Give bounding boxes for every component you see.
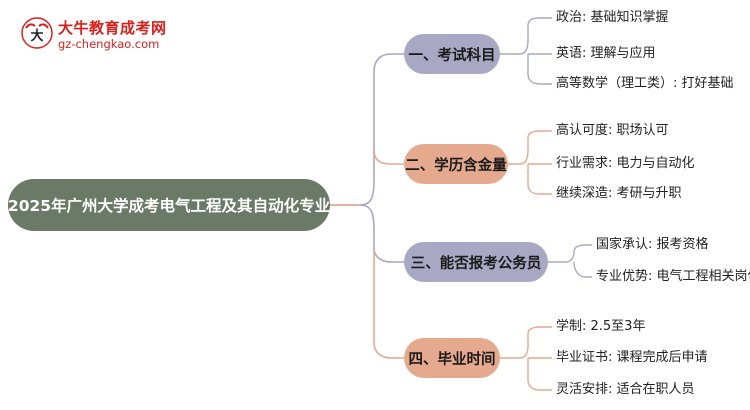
root-node[interactable]: 2025年广州大学成考电气工程及其自动化专业 xyxy=(8,179,330,231)
svg-text:大: 大 xyxy=(30,28,43,44)
trunk-line-3 xyxy=(359,204,404,263)
leaf-english: 英语: 理解与应用 xyxy=(556,46,656,61)
leaf-connector xyxy=(500,326,552,391)
leaf-industry-demand: 行业需求: 电力与自动化 xyxy=(556,156,695,171)
leaf-diploma: 毕业证书: 课程完成后申请 xyxy=(556,350,708,365)
branch-degree-value[interactable]: 二、学历含金量 xyxy=(404,144,508,184)
brand-logo: 大 大牛教育成考网 gz-chengkao.com xyxy=(20,16,180,56)
leaf-recognition: 高认可度: 职场认可 xyxy=(556,123,669,138)
trunk-line xyxy=(359,53,404,206)
leaf-connector xyxy=(500,130,552,195)
bull-logo-icon: 大 xyxy=(21,17,53,49)
branch-exam-subjects[interactable]: 一、考试科目 xyxy=(404,34,500,74)
leaf-further-study: 继续深造: 考研与升职 xyxy=(556,186,682,201)
brand-url: gz-chengkao.com xyxy=(58,37,160,51)
branch-graduation-time[interactable]: 四、毕业时间 xyxy=(404,338,500,378)
leaf-major-advantage: 专业优势: 电气工程相关岗位 xyxy=(596,269,750,284)
brand-title: 大牛教育成考网 xyxy=(58,19,167,37)
trunk-line-2 xyxy=(373,149,404,165)
branch-civil-service[interactable]: 三、能否报考公务员 xyxy=(404,242,548,282)
leaf-study-length: 学制: 2.5至3年 xyxy=(556,319,646,334)
leaf-connector xyxy=(500,17,552,85)
leaf-politics: 政治: 基础知识掌握 xyxy=(556,10,669,25)
leaf-flexible-schedule: 灵活安排: 适合在职人员 xyxy=(556,382,695,397)
leaf-national-recognition: 国家承认: 报考资格 xyxy=(596,237,709,252)
leaf-connector xyxy=(548,244,592,278)
leaf-math: 高等数学（理工类）: 打好基础 xyxy=(556,76,734,91)
trunk-line-4 xyxy=(373,248,404,359)
